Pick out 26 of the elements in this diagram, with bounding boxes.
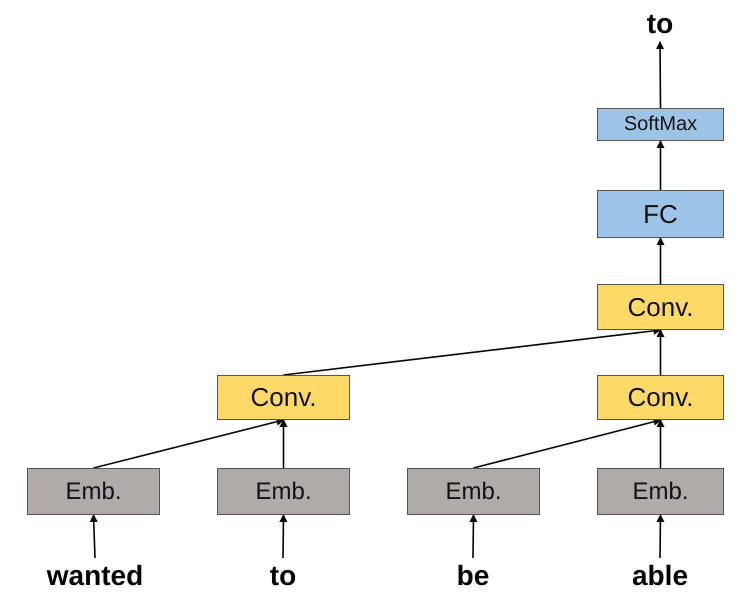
word-label: be	[413, 558, 533, 593]
arrow	[473, 418, 662, 469]
word-label: wanted	[30, 558, 160, 593]
layer-box: Conv.	[597, 284, 724, 330]
arrow	[279, 514, 288, 558]
layer-box: Emb.	[27, 468, 160, 515]
layer-box: SoftMax	[597, 108, 724, 141]
layer-box: Emb.	[217, 468, 350, 515]
arrow	[90, 514, 98, 558]
arrow	[93, 418, 284, 469]
arrow	[280, 419, 288, 468]
layer-box: Emb.	[597, 468, 724, 515]
layer-box: Conv.	[597, 375, 724, 420]
word-label: able	[600, 558, 720, 593]
word-label: to	[600, 6, 720, 42]
word-label: to	[223, 558, 343, 593]
layer-box: Conv.	[217, 375, 350, 420]
arrow	[656, 419, 664, 468]
arrow	[656, 140, 664, 190]
arrow	[656, 237, 664, 284]
arrow	[469, 514, 478, 558]
layer-box: Emb.	[407, 468, 540, 515]
arrow	[656, 329, 664, 375]
arrow	[656, 41, 664, 108]
arrow	[656, 514, 664, 558]
layer-box: FC	[597, 190, 724, 238]
